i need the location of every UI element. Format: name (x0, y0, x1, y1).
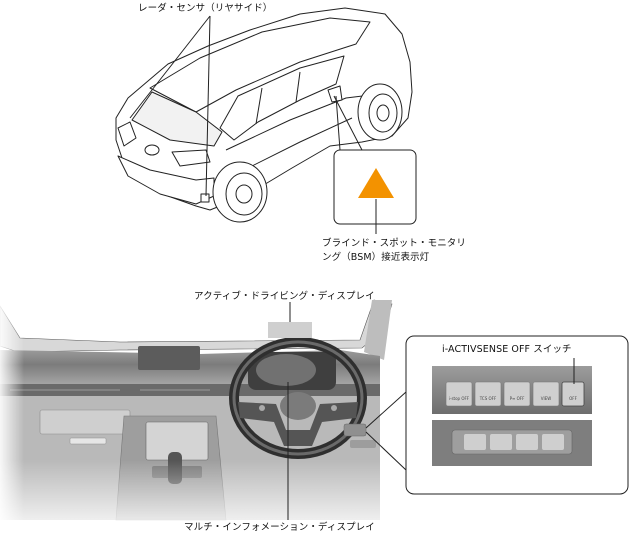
parking-sensor-off-switch (504, 382, 530, 406)
btn-label-1: TCS OFF (479, 396, 497, 401)
rear-wheel (213, 162, 267, 222)
radar-sensor-label: レーダ・センサ（リヤサイド） (138, 2, 272, 15)
switch-panel-callout: i-stop OFF TCS OFF P≡ OFF VIEW OFF (406, 336, 628, 494)
i-activsense-off-switch (562, 382, 584, 406)
active-driving-display-hud (268, 322, 312, 338)
bsm-label-line1: ブラインド・スポット・モニタリ (322, 237, 466, 250)
switch-buttons (446, 382, 584, 406)
btn-label-4: OFF (569, 396, 577, 401)
btn-label-0: i-stop OFF (449, 396, 470, 401)
btn-label-2: P≡ OFF (510, 396, 525, 401)
bsm-label-line2: ング（BSM）接近表示灯 (322, 251, 429, 264)
tcs-off-switch (475, 382, 501, 406)
center-display-pod (138, 346, 200, 370)
i-stop-off-switch (446, 382, 472, 406)
btn-label-3: VIEW (541, 396, 551, 401)
view-switch (533, 382, 559, 406)
switch-title-label: i-ACTIVSENSE OFF スイッチ (442, 343, 572, 356)
multi-info-display-label: マルチ・インフォメーション・ディスプレイ (184, 521, 375, 534)
active-driving-display-label: アクティブ・ドライビング・ディスプレイ (194, 290, 375, 303)
front-wheel (358, 84, 402, 140)
dashboard-illustration (0, 300, 400, 538)
radar-sensor-marker (201, 194, 209, 202)
